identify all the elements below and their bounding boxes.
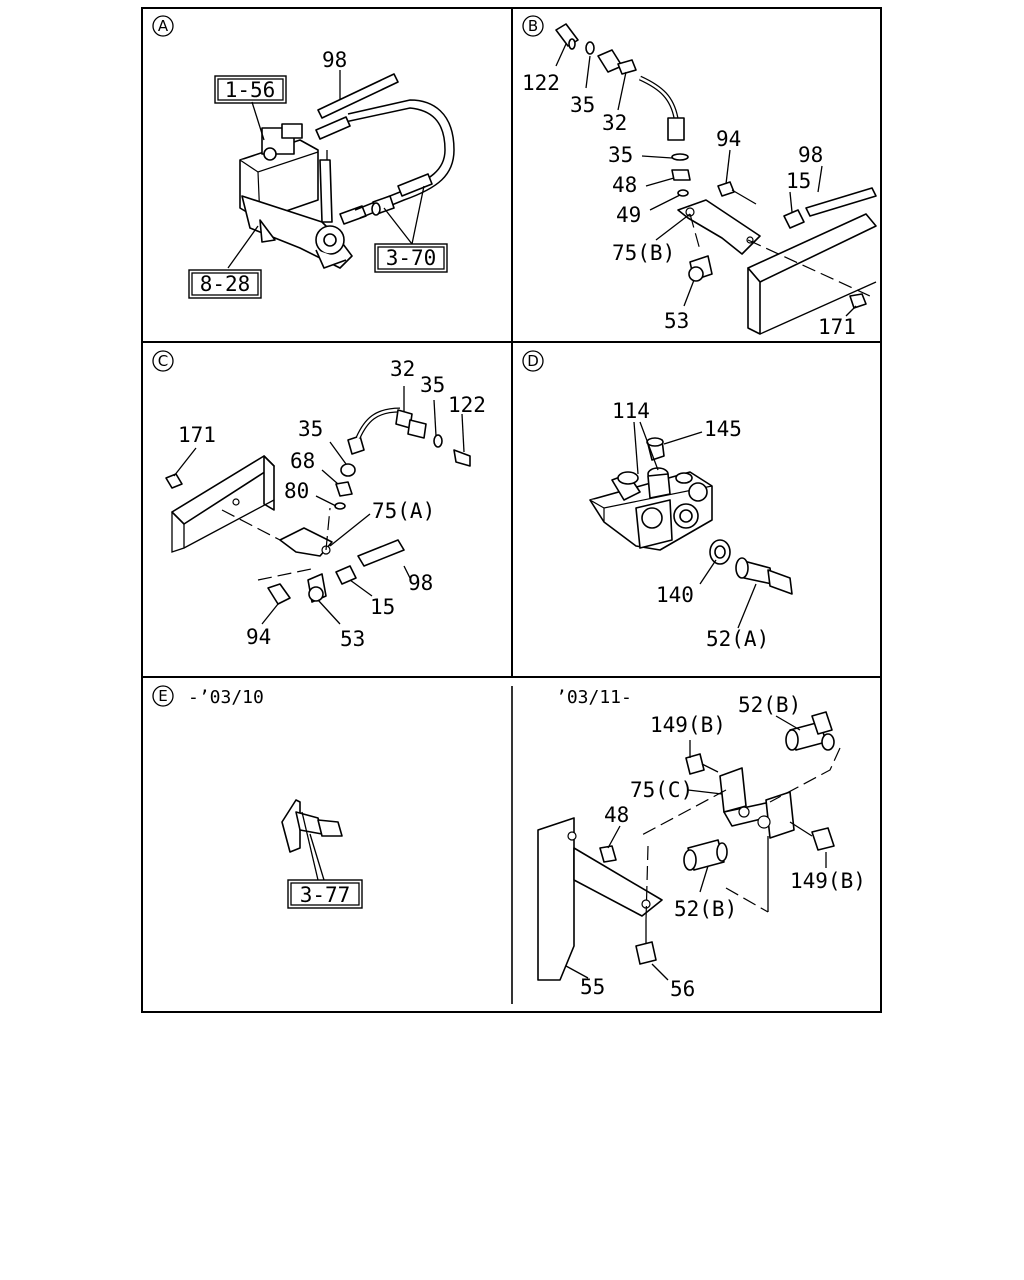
label-140: 140 xyxy=(656,583,694,607)
section-a: 98 1-56 3-70 8-28 xyxy=(188,48,455,299)
label-52b: 52(B) xyxy=(674,897,737,921)
caption-after: ’03/11- xyxy=(556,687,632,708)
svg-text:E: E xyxy=(158,687,167,705)
svg-text:3-70: 3-70 xyxy=(386,246,437,270)
label-35: 35 xyxy=(570,93,595,117)
diagram-frame xyxy=(141,7,882,1013)
label-171: 171 xyxy=(818,315,856,339)
label-35: 35 xyxy=(298,417,323,441)
label-32: 32 xyxy=(390,357,415,381)
label-114: 114 xyxy=(612,399,650,423)
label-75c: 75(C) xyxy=(630,778,693,802)
svg-text:D: D xyxy=(527,352,539,370)
label-56: 56 xyxy=(670,977,695,1001)
label-15: 15 xyxy=(786,169,811,193)
label-35: 35 xyxy=(420,373,445,397)
label-75b: 75(B) xyxy=(612,241,675,265)
caption-before: -’03/10 xyxy=(188,687,264,708)
section-b: 122 35 32 35 48 49 75(B) 94 15 98 53 171 xyxy=(522,23,877,339)
label-145: 145 xyxy=(704,417,742,441)
label-75a: 75(A) xyxy=(372,499,435,523)
section-e-left: -’03/10 3-77 xyxy=(188,687,363,909)
label-122: 122 xyxy=(522,71,560,95)
label-32: 32 xyxy=(602,111,627,135)
label-94: 94 xyxy=(716,127,741,151)
label-80: 80 xyxy=(284,479,309,503)
label-52b: 52(B) xyxy=(738,693,801,717)
label-149b: 149(B) xyxy=(650,713,726,737)
ref-box-8-28: 8-28 xyxy=(188,269,262,299)
label-171: 171 xyxy=(178,423,216,447)
svg-text:8-28: 8-28 xyxy=(200,272,251,296)
label-55: 55 xyxy=(580,975,605,999)
svg-text:1-56: 1-56 xyxy=(225,78,276,102)
svg-text:C: C xyxy=(158,352,168,370)
ref-box-3-70: 3-70 xyxy=(374,243,448,273)
label-52a: 52(A) xyxy=(706,627,769,651)
ref-box-3-77: 3-77 xyxy=(287,879,363,909)
label-35: 35 xyxy=(608,143,633,167)
section-e-right: ’03/11- xyxy=(537,687,866,1001)
section-marker-b: B xyxy=(522,15,544,37)
section-marker-c: C xyxy=(152,350,174,372)
label-15: 15 xyxy=(370,595,395,619)
ref-box-1-56: 1-56 xyxy=(214,75,287,104)
svg-text:A: A xyxy=(158,17,169,35)
label-98: 98 xyxy=(322,48,347,72)
section-d: 114 145 140 52(A) xyxy=(589,399,793,651)
svg-text:3-77: 3-77 xyxy=(300,883,351,907)
label-94: 94 xyxy=(246,625,271,649)
label-49: 49 xyxy=(616,203,641,227)
section-marker-e: E xyxy=(152,685,174,707)
label-53: 53 xyxy=(340,627,365,651)
svg-text:B: B xyxy=(528,17,538,35)
label-98: 98 xyxy=(798,143,823,167)
label-149b: 149(B) xyxy=(790,869,866,893)
label-48: 48 xyxy=(612,173,637,197)
label-53: 53 xyxy=(664,309,689,333)
section-c: 32 35 122 171 35 68 80 75(A) 98 15 94 53 xyxy=(165,357,486,651)
label-122: 122 xyxy=(448,393,486,417)
label-98: 98 xyxy=(408,571,433,595)
section-marker-d: D xyxy=(522,350,544,372)
label-68: 68 xyxy=(290,449,315,473)
section-marker-a: A xyxy=(152,15,174,37)
label-48: 48 xyxy=(604,803,629,827)
